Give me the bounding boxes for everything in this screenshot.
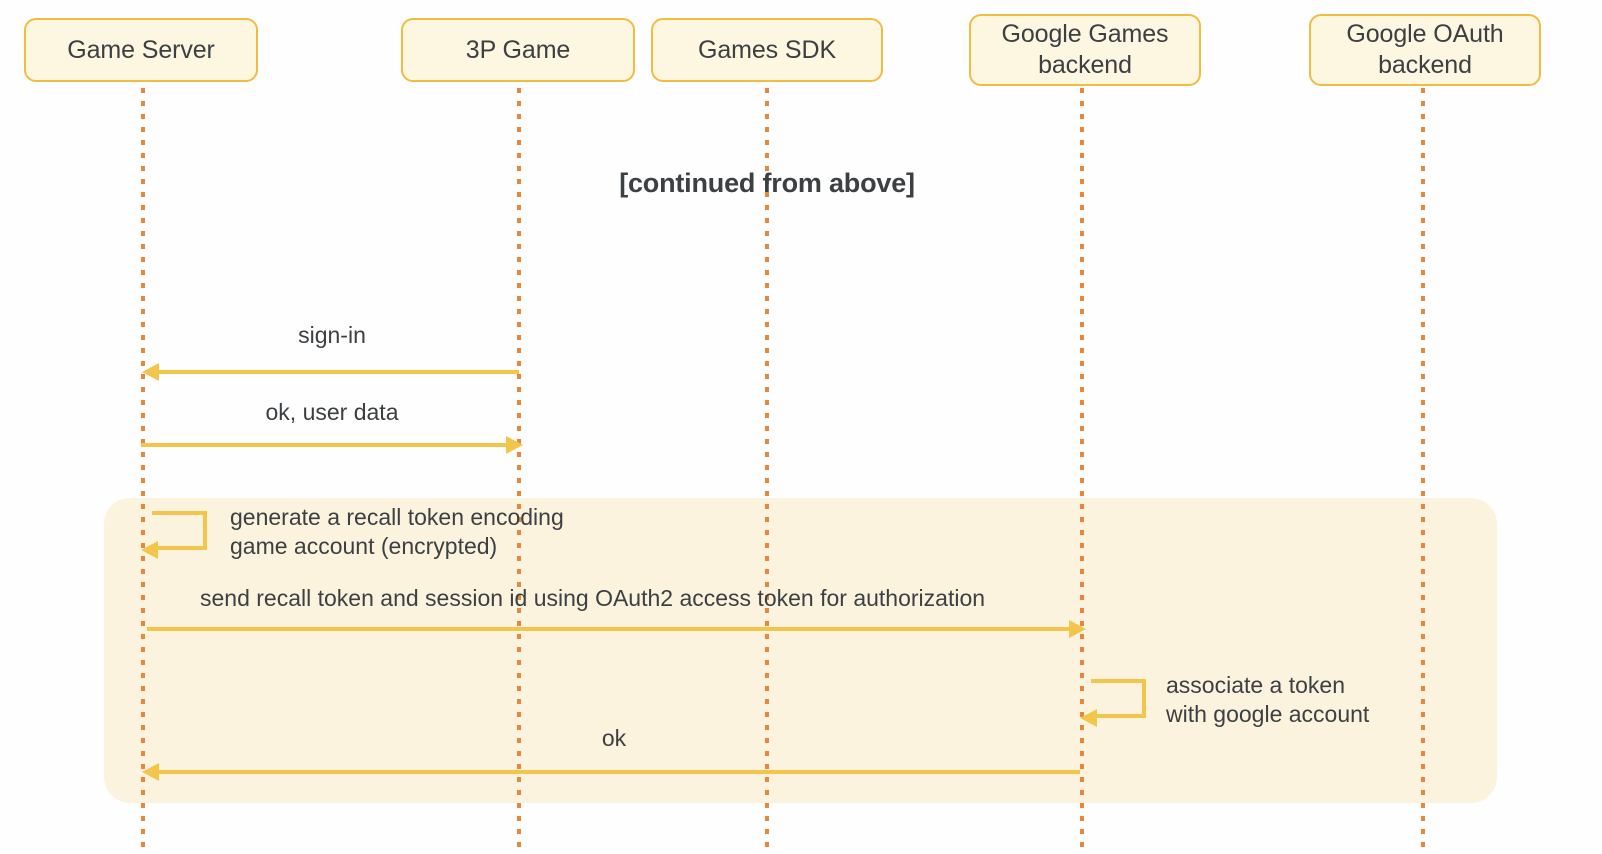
lifeline-3p-game xyxy=(517,88,521,854)
self-loop-associate-token xyxy=(1091,679,1146,718)
participant-google-oauth-backend[interactable]: Google OAuth backend xyxy=(1309,14,1541,86)
highlight-region xyxy=(104,498,1497,803)
message-label-generate-recall-token-line2: game account (encrypted) xyxy=(230,533,498,559)
message-label-send-recall-token: send recall token and session id using O… xyxy=(200,585,986,611)
participant-label-game-server: Game Server xyxy=(67,35,215,64)
lifeline-google-oauth-backend xyxy=(1421,88,1425,854)
participant-game-server[interactable]: Game Server xyxy=(24,18,258,82)
message-label-generate-recall-token-line1: generate a recall token encoding xyxy=(230,504,564,530)
lifeline-google-games-backend xyxy=(1080,88,1084,854)
section-note-continued-from-above: [continued from above] xyxy=(619,168,915,198)
message-label-ok: ok xyxy=(601,725,627,751)
self-loop-arrowhead-generate-recall-token xyxy=(141,541,158,559)
participant-label-google-games-backend: Google Games backend xyxy=(1001,20,1169,79)
participant-label-google-oauth-backend: Google OAuth backend xyxy=(1346,20,1504,79)
participant-label-games-sdk: Games SDK xyxy=(697,35,837,64)
message-arrowhead-send-recall-token xyxy=(1069,620,1086,638)
participant-3p-game[interactable]: 3P Game xyxy=(401,18,635,82)
participant-label-3p-game: 3P Game xyxy=(465,35,571,64)
message-label-associate-token-line1: associate a token xyxy=(1166,672,1346,698)
participant-games-sdk[interactable]: Games SDK xyxy=(651,18,883,82)
message-arrowhead-ok xyxy=(142,763,159,781)
self-loop-arrowhead-associate-token xyxy=(1080,709,1097,727)
message-label-associate-token-line2: with google account xyxy=(1166,701,1370,727)
self-loop-generate-recall-token xyxy=(152,511,207,550)
message-arrowhead-ok-user-data xyxy=(506,436,523,454)
lifeline-game-server xyxy=(141,88,145,854)
message-line-ok-user-data xyxy=(141,443,512,447)
message-line-sign-in xyxy=(148,370,519,374)
participant-google-games-backend[interactable]: Google Games backend xyxy=(969,14,1201,86)
lifeline-games-sdk xyxy=(765,88,769,854)
message-label-ok-user-data: ok, user data xyxy=(265,399,399,425)
message-arrowhead-sign-in xyxy=(142,363,159,381)
message-line-send-recall-token xyxy=(147,627,1076,631)
message-label-sign-in: sign-in xyxy=(298,322,366,348)
message-line-ok xyxy=(150,770,1080,774)
